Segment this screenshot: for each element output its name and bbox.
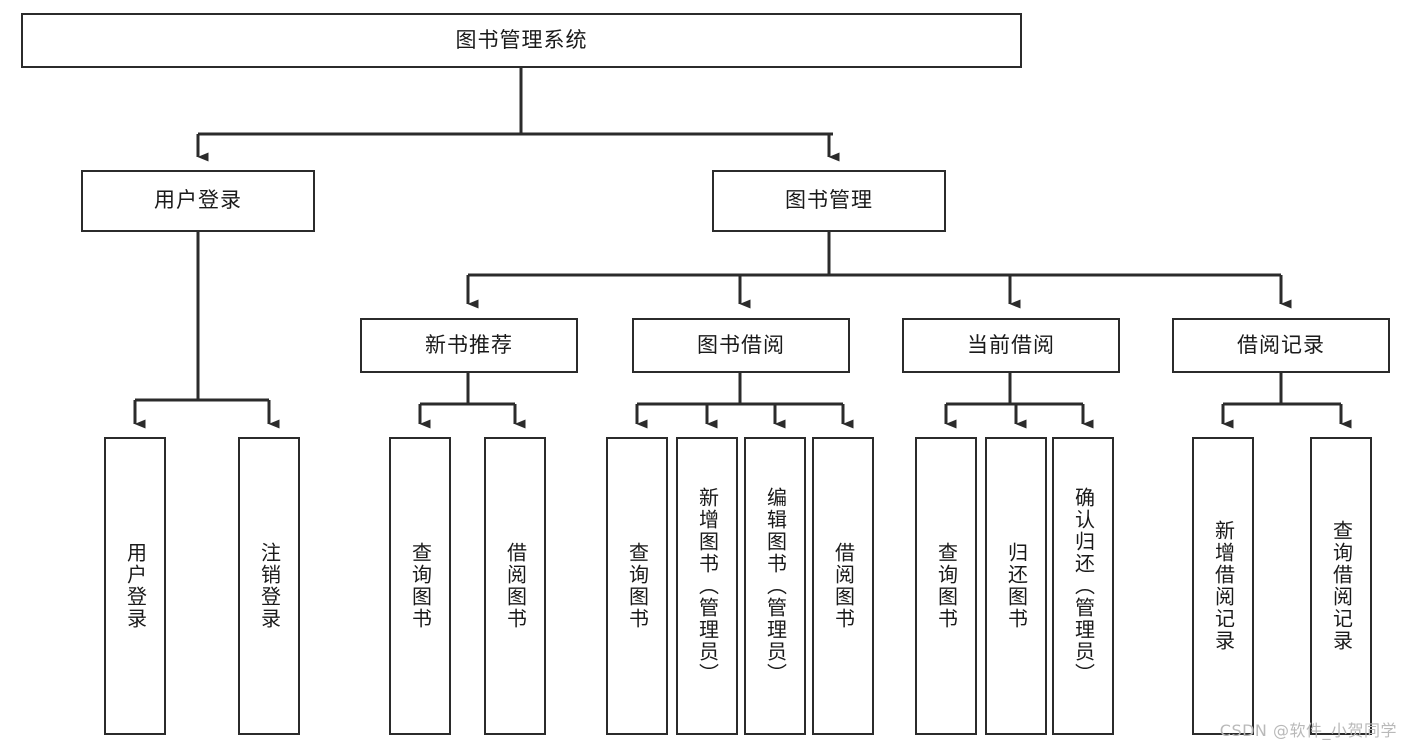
node-label: 借阅图书 — [503, 542, 528, 630]
node-label: 查询图书 — [408, 542, 433, 630]
node-label: 新增借阅记录 — [1211, 520, 1236, 652]
node-label: 借阅图书 — [831, 542, 856, 630]
node-current-borrow[interactable]: 当前借阅 — [902, 318, 1120, 373]
leaf-query-book-1[interactable]: 查询图书 — [389, 437, 451, 735]
node-book-manage[interactable]: 图书管理 — [712, 170, 946, 232]
node-label: 用户登录 — [154, 188, 242, 213]
leaf-return-book[interactable]: 归还图书 — [985, 437, 1047, 735]
node-label: 新增图书（管理员） — [695, 487, 720, 685]
node-label: 查询图书 — [625, 542, 650, 630]
leaf-add-book-admin[interactable]: 新增图书（管理员） — [676, 437, 738, 735]
leaf-borrow-book-2[interactable]: 借阅图书 — [812, 437, 874, 735]
node-label: 借阅记录 — [1237, 332, 1325, 357]
leaf-logout-login[interactable]: 注销登录 — [238, 437, 300, 735]
node-label: 确认归还（管理员） — [1071, 487, 1096, 685]
node-label: 归还图书 — [1004, 542, 1029, 630]
node-label: 查询借阅记录 — [1329, 520, 1354, 652]
leaf-query-book-2[interactable]: 查询图书 — [606, 437, 668, 735]
node-root[interactable]: 图书管理系统 — [21, 13, 1022, 68]
leaf-confirm-return-admin[interactable]: 确认归还（管理员） — [1052, 437, 1114, 735]
node-label: 新书推荐 — [425, 332, 513, 357]
node-label: 用户登录 — [123, 542, 148, 630]
node-user-login[interactable]: 用户登录 — [81, 170, 315, 232]
leaf-borrow-book-1[interactable]: 借阅图书 — [484, 437, 546, 735]
leaf-edit-book-admin[interactable]: 编辑图书（管理员） — [744, 437, 806, 735]
node-label: 图书借阅 — [697, 332, 785, 357]
watermark: CSDN @软件_小贺同学 — [1219, 721, 1397, 740]
node-label: 图书管理 — [785, 188, 873, 213]
node-label: 查询图书 — [934, 542, 959, 630]
leaf-add-borrow-record[interactable]: 新增借阅记录 — [1192, 437, 1254, 735]
node-book-borrow[interactable]: 图书借阅 — [632, 318, 850, 373]
leaf-query-book-3[interactable]: 查询图书 — [915, 437, 977, 735]
leaf-user-login[interactable]: 用户登录 — [104, 437, 166, 735]
leaf-query-borrow-record[interactable]: 查询借阅记录 — [1310, 437, 1372, 735]
node-label: 当前借阅 — [967, 332, 1055, 357]
node-label: 注销登录 — [257, 542, 282, 630]
node-label: 编辑图书（管理员） — [763, 487, 788, 685]
node-new-book-recommend[interactable]: 新书推荐 — [360, 318, 578, 373]
node-borrow-record[interactable]: 借阅记录 — [1172, 318, 1390, 373]
node-label: 图书管理系统 — [455, 27, 588, 52]
